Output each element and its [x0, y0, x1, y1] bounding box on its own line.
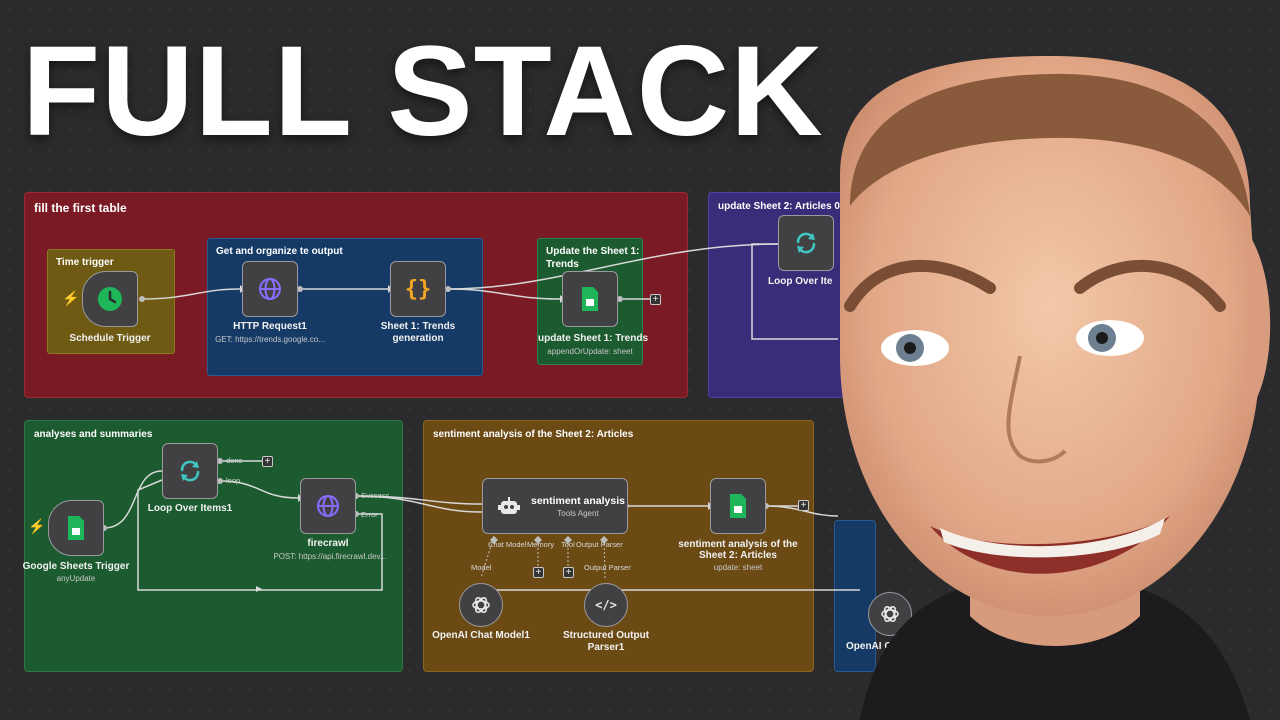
sheets-icon — [730, 494, 746, 518]
node-label: HTTP Request1 — [233, 321, 307, 332]
node-label: Sheet 1: Trends generation — [380, 321, 456, 344]
node-sentiment-sheet2[interactable] — [710, 478, 766, 534]
port-label-output-parser: Output Parser — [576, 540, 623, 549]
sheets-icon — [68, 516, 84, 540]
openai-icon — [881, 605, 899, 623]
globe-icon — [317, 495, 339, 517]
node-label: Schedule Trigger — [69, 333, 151, 344]
port-label-chat-model: Chat Model — [488, 540, 527, 549]
group-title: sentiment analysis of the Sheet 2: Artic… — [433, 429, 634, 440]
node-http-request[interactable] — [242, 261, 298, 317]
loop-icon — [180, 460, 200, 482]
port-label-model: Model — [471, 563, 492, 572]
node-schedule-trigger[interactable] — [82, 271, 138, 327]
add-node-button[interactable]: + — [262, 456, 273, 467]
node-loop-over-items-top[interactable] — [778, 215, 834, 271]
group-title: analyses and summaries — [34, 429, 153, 440]
port-label-tool: Tool — [561, 540, 575, 549]
headline-title: FULL STACK — [22, 20, 824, 163]
port-label-done: done — [226, 456, 243, 465]
node-sheet1-trends-generation[interactable]: {} — [390, 261, 446, 317]
presenter-photo — [840, 56, 1271, 720]
node-update-sheet1[interactable] — [562, 271, 618, 327]
node-structured-output-parser1[interactable]: </> — [584, 583, 628, 627]
add-node-button[interactable]: + — [650, 294, 661, 305]
port-label-loop: loop — [226, 476, 241, 485]
node-openai-chat-model1[interactable] — [459, 583, 503, 627]
port-label-success: Success — [361, 491, 390, 500]
node-label: OpenAI Chat Model1 — [432, 630, 530, 641]
node-subtitle: appendOrUpdate: sheet — [547, 347, 633, 356]
node-label: sentiment analysis of the Sheet 2: Artic… — [678, 539, 798, 561]
node-firecrawl[interactable] — [300, 478, 356, 534]
node-google-sheets-trigger[interactable] — [48, 500, 104, 556]
node-label: Loop Over Items1 — [147, 503, 233, 514]
node-subtitle: GET: https://trends.google.co... — [215, 335, 325, 344]
loop-icon — [796, 232, 816, 254]
node-label: Google Sheets Trigger — [22, 561, 130, 572]
port-label-memory: Memory — [527, 540, 555, 549]
trigger-bolt-icon: ⚡ — [28, 518, 46, 534]
trigger-bolt-icon: ⚡ — [62, 290, 80, 306]
node-label: firecrawl — [307, 538, 349, 549]
node-subtitle: POST: https://api.firecrawl.dev... — [273, 552, 387, 561]
node-label: sentiment analysis — [531, 494, 625, 507]
subgroup-title: Update the Sheet 1: Trends — [546, 246, 640, 270]
sheets-icon — [582, 287, 598, 311]
node-loop-over-items1[interactable] — [162, 443, 218, 499]
code-braces-icon: {} — [404, 276, 432, 302]
openai-icon — [472, 596, 490, 614]
robot-icon — [498, 497, 520, 514]
node-label: update Sheet 1: Trends — [538, 333, 649, 344]
add-tool-button[interactable]: + — [563, 567, 574, 578]
code-tag-icon: </> — [595, 598, 617, 612]
node-label: Loop Over Ite — [768, 276, 833, 287]
subgroup-title: Get and organize te output — [216, 246, 343, 257]
group-title: fill the first table — [34, 201, 127, 215]
node-subtitle: Tools Agent — [557, 508, 599, 518]
add-memory-button[interactable]: + — [533, 567, 544, 578]
group-title: update Sheet 2: Articles 0 — [718, 201, 840, 212]
clock-icon — [98, 287, 122, 311]
node-label: Structured Output Parser1 — [562, 630, 650, 653]
node-subtitle: update: sheet — [713, 563, 763, 572]
node-subtitle: anyUpdate — [56, 574, 96, 583]
subgroup-title: Time trigger — [56, 257, 114, 268]
subgroup-time-trigger[interactable]: Time trigger — [47, 249, 175, 354]
add-node-button[interactable]: + — [798, 500, 809, 511]
globe-icon — [259, 278, 281, 300]
port-label-output-parser-2: Output Parser — [584, 563, 631, 572]
port-label-error: Error — [361, 510, 378, 519]
node-sentiment-analysis-agent[interactable]: sentiment analysis Tools Agent — [482, 478, 628, 534]
